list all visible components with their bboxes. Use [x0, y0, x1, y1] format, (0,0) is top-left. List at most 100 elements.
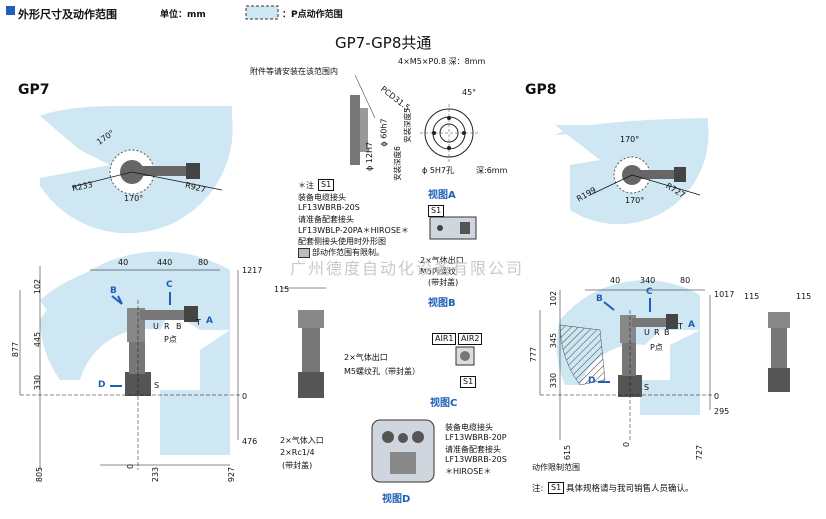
view-d-r3: 请准备配套接头: [445, 445, 501, 454]
gp7-back-view: [282, 287, 326, 398]
view-b-s1: S1: [428, 205, 445, 217]
gp7-dim-h0: 0: [242, 392, 248, 401]
gp7-axis-u: U: [153, 322, 159, 331]
gp8-dim-615: 615: [563, 444, 573, 461]
gp7-dim-927: 927: [227, 466, 237, 483]
header-title: 外形尺寸及动作范围: [18, 8, 117, 21]
view-c-air2: AIR2: [458, 333, 483, 345]
gp8-dim-b0: 0: [622, 441, 632, 448]
view-c-label: 视图C: [430, 398, 458, 409]
gp8-dim-102: 102: [549, 290, 559, 307]
view-c-l1: 2×气体出口: [344, 353, 388, 362]
gp8-dim-727: 727: [695, 444, 705, 461]
view-a-depth5: 安装深度5: [402, 108, 412, 143]
view-a-note-top: 附件等请安装在该范围内: [250, 67, 338, 76]
s1-note-l3: 请准备配套接头: [298, 215, 354, 224]
view-d-r4: LF13WBRB-20S: [445, 455, 507, 464]
gp8-back-115b: 115: [796, 292, 812, 301]
gp7-dim-445: 445: [33, 331, 43, 348]
view-a-hole: ϕ 5H7孔: [422, 166, 455, 175]
gp7-dim-b0: 0: [126, 463, 136, 470]
view-d-r5: ＊HIROSE＊: [445, 467, 492, 476]
watermark: 广州德度自动化设备有限公司: [290, 259, 525, 278]
gp7-arrow-b-icon: [111, 295, 123, 305]
s1-note-l1: 装备电缆接头: [298, 193, 346, 202]
gp8-limit-label: 动作限制范围: [532, 463, 580, 472]
gp8-angle-top: 170°: [620, 135, 640, 144]
gp7-label: GP7: [18, 82, 50, 98]
gp7-side-view: [19, 251, 240, 470]
view-b-l1: 2×气体出口: [420, 256, 464, 265]
gp8-back-115a: 115: [744, 292, 760, 301]
gp8-axis-t: T: [678, 322, 683, 331]
gp8-axis-b: B: [664, 328, 670, 337]
view-d-l1: 2×气体入口: [280, 436, 324, 445]
s1-note-box: S1: [318, 179, 335, 191]
view-c-panel: [455, 346, 475, 366]
view-a-hole-depth: 深:6mm: [476, 166, 508, 175]
gp8-label: GP8: [525, 82, 557, 98]
footer-prefix: 注:: [532, 484, 544, 494]
gp8-side-view: [539, 280, 715, 440]
gp7-dim-877: 877: [11, 341, 21, 358]
s1-note-l6: 部动作范围有限制。: [312, 248, 384, 257]
gp7-axis-t: T: [196, 318, 201, 327]
gp8-dim-295: 295: [714, 407, 730, 416]
gp8-back-view: [768, 312, 790, 392]
gp8-axis-r: R: [654, 328, 660, 337]
view-a-d60: ϕ 60h7: [379, 118, 389, 147]
gp8-dim-340: 340: [640, 276, 656, 285]
gp7-dim-440: 440: [157, 258, 173, 267]
view-d-l3: (带封盖): [282, 461, 313, 470]
gp7-dim-476: 476: [242, 437, 258, 446]
gp7-label-a: A: [206, 316, 213, 326]
gp8-dim-777: 777: [529, 346, 539, 363]
view-c-s1: S1: [460, 376, 477, 388]
view-b-label: 视图B: [428, 298, 456, 309]
legend-text: ：P点动作范围: [282, 10, 343, 20]
view-d-l2: 2×Rc1/4: [280, 448, 315, 457]
common-title: GP7-GP8共通: [335, 34, 432, 52]
gp8-label-b: B: [596, 294, 603, 304]
gp7-back-115: 115: [274, 285, 290, 294]
gp7-dim-233: 233: [151, 466, 161, 483]
gp7-label-b: B: [110, 286, 117, 296]
gp8-dim-330: 330: [549, 372, 559, 389]
gp7-axis-r: R: [164, 322, 170, 331]
gp8-dim-80: 80: [680, 276, 691, 285]
gp7-label-c: C: [166, 280, 173, 290]
gp7-label-d: D: [98, 380, 106, 390]
view-c-air1: AIR1: [432, 333, 457, 345]
view-a-angle: 45°: [462, 88, 477, 97]
view-b-panel: [429, 216, 477, 240]
hatch-swatch: [298, 248, 310, 258]
gp7-top-view: [40, 106, 233, 234]
gp8-dim-h0: 0: [714, 392, 720, 401]
gp8-label-d: D: [588, 376, 596, 386]
gp8-arrow-b-icon: [603, 301, 615, 311]
gp7-angle-bottom: 170°: [124, 194, 144, 203]
s1-note-l2: LF13WBRB-20S: [298, 203, 360, 212]
gp7-dim-330: 330: [33, 374, 43, 391]
s1-note-l4: LF13WBLP-20PA＊HIROSE＊: [298, 226, 409, 235]
gp8-label-c: C: [646, 287, 653, 297]
gp8-dim-1017: 1017: [714, 290, 735, 299]
gp8-angle-bottom: 170°: [625, 196, 645, 205]
gp8-axis-u: U: [644, 328, 650, 337]
gp7-dim-1217: 1217: [242, 266, 263, 275]
view-c-l2: M5螺纹孔（带封盖）: [344, 367, 420, 376]
gp7-dim-80: 80: [198, 258, 209, 267]
gp7-axis-b: B: [176, 322, 182, 331]
footer-text: 具体规格请与我司销售人员确认。: [566, 484, 694, 494]
view-d-label: 视图D: [382, 494, 411, 505]
gp8-dim-345: 345: [549, 332, 559, 349]
view-a-label: 视图A: [428, 190, 456, 201]
header-square-icon: [6, 6, 15, 15]
gp7-dim-805: 805: [35, 466, 45, 483]
gp8-axis-s: S: [644, 383, 650, 392]
view-d-r1: 装备电缆接头: [445, 423, 493, 432]
view-b-l3: (带封盖): [428, 278, 459, 287]
gp7-p-point: P点: [164, 335, 177, 344]
view-a-flange: [350, 74, 478, 165]
